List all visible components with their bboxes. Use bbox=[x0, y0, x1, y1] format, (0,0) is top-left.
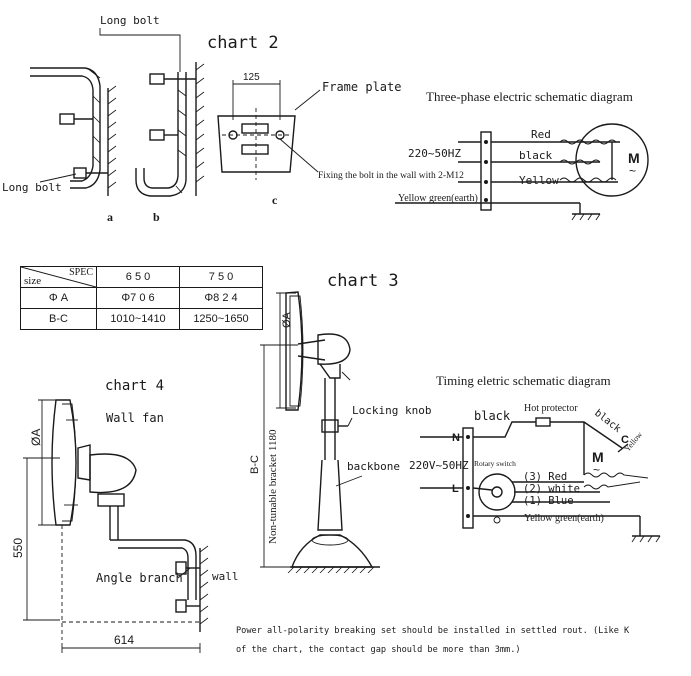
spec-table-header-row: SPEC size 6 5 0 7 5 0 bbox=[20, 266, 263, 288]
spec-row-label: B-C bbox=[20, 308, 97, 330]
spec-cell: 1010~1410 bbox=[96, 308, 180, 330]
chart2-fixing-bolt: Fixing the bolt in the wall with 2-M12 bbox=[318, 171, 464, 181]
spec-table-row: B-C 1010~1410 1250~1650 bbox=[20, 308, 263, 330]
timing-supply: 220V~50HZ bbox=[409, 459, 469, 472]
chart4-group: chart 4 Wall fan ØA 550 bbox=[11, 378, 239, 653]
note-line-1: Power all-polarity breaking set should b… bbox=[236, 626, 630, 636]
three-phase-red: Red bbox=[531, 128, 551, 141]
spec-col-750: 7 5 0 bbox=[179, 266, 263, 288]
chart3-bracket: Non-tunable bracket 1180 bbox=[267, 429, 279, 544]
three-phase-title: Three-phase electric schematic diagram bbox=[426, 89, 633, 104]
chart2-title: chart 2 bbox=[207, 33, 279, 53]
spec-row-label: Φ A bbox=[20, 287, 97, 309]
timing-white: (2) white bbox=[523, 483, 580, 495]
timing-c: C bbox=[621, 434, 629, 446]
note-line-2: of the chart, the contact gap should be … bbox=[236, 645, 521, 655]
timing-hot-protector-symbol bbox=[535, 417, 551, 427]
chart2-figure-b: b bbox=[135, 62, 205, 224]
spec-table-corner: SPEC size bbox=[20, 266, 97, 288]
chart3-backbone: backbone bbox=[347, 460, 400, 473]
spec-table-row: Φ A Φ7 0 6 Φ8 2 4 bbox=[20, 287, 263, 309]
timing-motor-label: M bbox=[592, 449, 604, 465]
three-phase-supply: 220~50HZ bbox=[408, 147, 461, 160]
three-phase-terminal-block bbox=[480, 131, 492, 211]
timing-group: Timing eletric schematic diagram black H… bbox=[409, 373, 661, 543]
chart2-label-b: b bbox=[153, 210, 160, 224]
three-phase-group: Three-phase electric schematic diagram 2… bbox=[395, 89, 649, 221]
timing-title: Timing eletric schematic diagram bbox=[436, 373, 611, 388]
three-phase-yellow: Yellow bbox=[519, 174, 559, 187]
three-phase-black: black bbox=[519, 149, 552, 162]
timing-rotary-switch: Rotary switch bbox=[474, 459, 516, 468]
three-phase-motor-label: M bbox=[628, 150, 640, 166]
chart4-wall-fan: Wall fan bbox=[106, 411, 164, 425]
chart2-figure-a: a bbox=[30, 67, 117, 224]
timing-earth: Yellow green(earth) bbox=[524, 513, 604, 524]
chart4-wall: wall bbox=[212, 570, 239, 583]
timing-n: N bbox=[452, 432, 460, 444]
chart2-figure-c: 125 c Frame plate Fixing the bolt in the… bbox=[217, 72, 464, 207]
spec-cell: 1250~1650 bbox=[179, 308, 263, 330]
chart2-long-bolt-top: Long bolt bbox=[100, 14, 160, 27]
installation-note: Power all-polarity breaking set should b… bbox=[236, 622, 686, 660]
chart3-title: chart 3 bbox=[327, 271, 399, 291]
chart3-bc: B-C bbox=[249, 455, 261, 474]
chart4-dim-550: 550 bbox=[11, 538, 25, 558]
spec-cell: Φ7 0 6 bbox=[96, 287, 180, 309]
spec-table: SPEC size 6 5 0 7 5 0 Φ A Φ7 0 6 Φ8 2 4 … bbox=[20, 266, 263, 330]
chart2-group: chart 2 Long bolt a Long bo bbox=[2, 14, 464, 224]
spec-header-spec: SPEC bbox=[69, 267, 93, 278]
chart4-dim-614: 614 bbox=[114, 633, 134, 647]
timing-terminal-block bbox=[462, 427, 474, 529]
chart2-leader-top bbox=[99, 28, 181, 72]
spec-cell: Φ8 2 4 bbox=[179, 287, 263, 309]
three-phase-earth: Yellow green(earth) bbox=[398, 193, 478, 204]
timing-rotary-switch-symbol bbox=[478, 473, 516, 511]
chart2-dim-125: 125 bbox=[243, 72, 260, 83]
chart2-label-c: c bbox=[272, 193, 278, 207]
three-phase-motor-sub: ~ bbox=[629, 164, 636, 178]
timing-motor-sub: ~ bbox=[593, 463, 600, 477]
chart4-angle-branch: Angle branch bbox=[96, 571, 183, 585]
spec-col-650: 6 5 0 bbox=[96, 266, 180, 288]
timing-red: (3) Red bbox=[523, 471, 567, 483]
chart2-label-a: a bbox=[107, 210, 113, 224]
timing-l: L bbox=[452, 483, 459, 495]
timing-blue: (1) Blue bbox=[523, 495, 574, 507]
chart3-dim-a: ØA bbox=[281, 311, 293, 328]
chart2-frame-plate: Frame plate bbox=[322, 80, 401, 94]
three-phase-motor bbox=[575, 123, 649, 197]
timing-black-left: black bbox=[474, 409, 511, 423]
chart3-group: chart 3 ØA B-C Non-tuna bbox=[249, 271, 431, 574]
chart2-long-bolt-bottom: Long bolt bbox=[2, 181, 62, 194]
chart4-title: chart 4 bbox=[105, 378, 164, 394]
chart4-dim-a: ØA bbox=[29, 429, 43, 446]
spec-header-size: size bbox=[24, 275, 42, 287]
chart3-locking-knob: Locking knob bbox=[352, 404, 431, 417]
timing-hot-protector: Hot protector bbox=[524, 403, 578, 414]
